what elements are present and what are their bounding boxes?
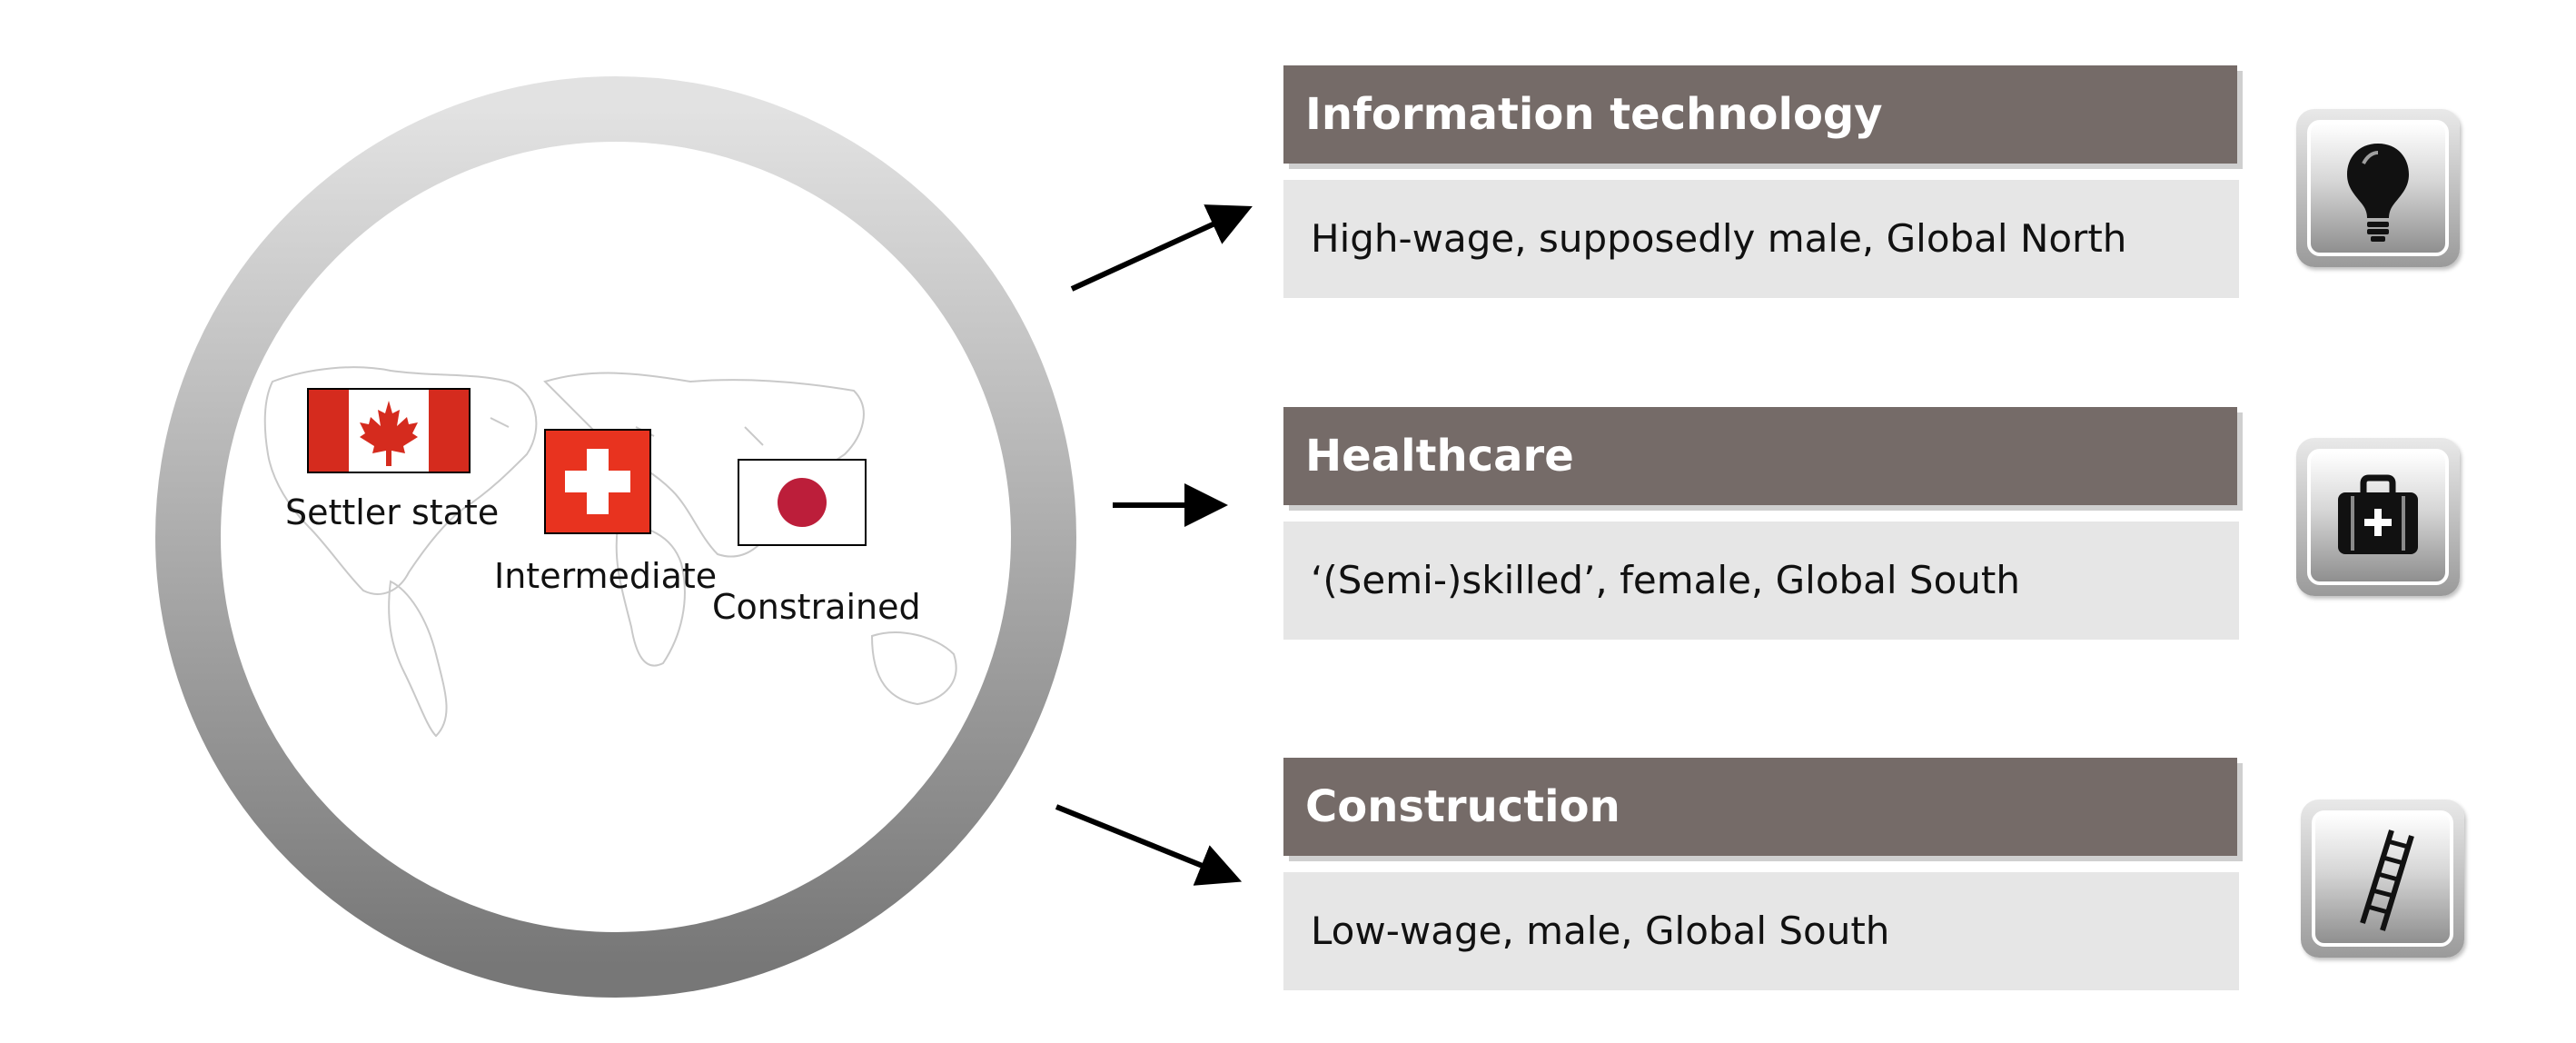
grey-ring xyxy=(155,76,1076,998)
sector-title-it: Information technology xyxy=(1283,65,2237,164)
sector-description-it: High-wage, supposedly male, Global North xyxy=(1283,180,2239,298)
japan-flag-icon xyxy=(738,459,867,546)
medical-bag-icon xyxy=(2296,438,2460,596)
arrow-down-right xyxy=(1055,804,1243,886)
canada-flag-icon xyxy=(307,388,471,473)
sector-title-construction: Construction xyxy=(1283,758,2237,856)
arrows-layer xyxy=(1055,204,1253,886)
flag-label-settler: Settler state xyxy=(285,492,500,532)
lightbulb-icon xyxy=(2296,109,2460,267)
switzerland-flag-icon xyxy=(544,429,651,534)
sector-title-healthcare: Healthcare xyxy=(1283,407,2237,505)
ladder-icon xyxy=(2301,800,2464,958)
arrow-up-right xyxy=(1070,204,1253,292)
flag-label-intermediate: Intermediate xyxy=(494,556,718,596)
sector-description-construction: Low-wage, male, Global South xyxy=(1283,872,2239,990)
flag-label-constrained: Constrained xyxy=(712,587,921,627)
sector-description-healthcare: ‘(Semi-)skilled’, female, Global South xyxy=(1283,522,2239,640)
